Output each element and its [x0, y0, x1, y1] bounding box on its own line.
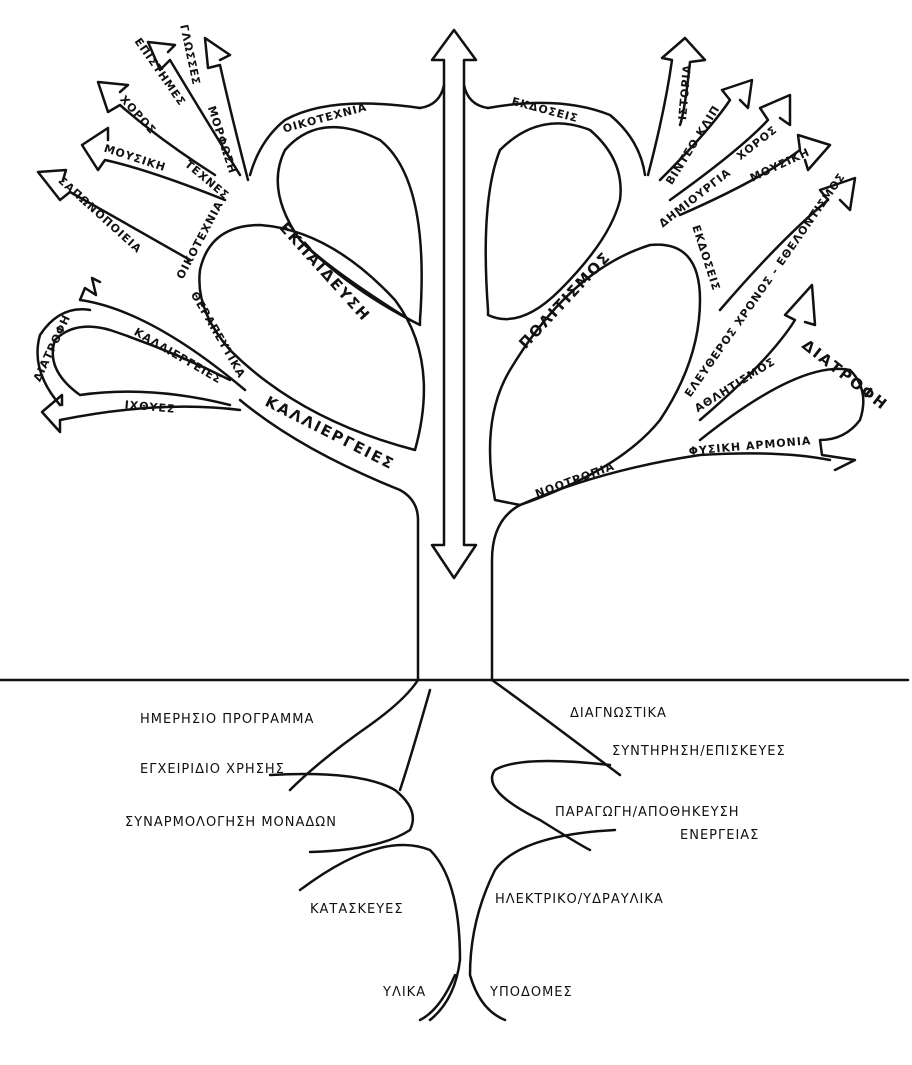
loop-right-upper [486, 101, 647, 177]
root-right-3 [468, 828, 617, 1022]
root-label-ilektriko: ΗΛΕΚΤΡΙΚΟ/ΥΔΡΑΥΛΙΚΑ [495, 892, 664, 907]
arrow-right-athlitismos [698, 283, 817, 422]
root-label-imerisio: ΗΜΕΡΗΣΙΟ ΠΡΟΓΡΑΜΜΑ [140, 712, 315, 727]
trunk-left [398, 488, 420, 682]
root-label-syntirisi: ΣΥΝΤΗΡΗΣΗ/ΕΠΙΣΚΕΥΕΣ [612, 744, 786, 759]
arrow-right-choros [668, 93, 792, 202]
root-label-ylika: ΥΛΙΚΑ [383, 985, 427, 1000]
arrow-right-istoria [646, 36, 707, 177]
arrow-left-glosses [203, 36, 250, 182]
arrow-right-ethelontismos [718, 176, 857, 312]
loop-right-diatrofi [698, 367, 865, 472]
arrow-left-ichthyes [40, 393, 242, 434]
arrow-left-mousiki [80, 126, 227, 202]
root-label-ypodomes: ΥΠΟΔΟΜΕΣ [490, 985, 573, 1000]
arrow-right-mousiki [678, 133, 832, 217]
arrow-left-sapouni [36, 168, 192, 262]
root-left-4 [298, 843, 462, 1022]
root-label-encheiridio: ΕΓΧΕΙΡΙΔΙΟ ΧΡΗΣΗΣ [140, 762, 285, 777]
loop-left-upper [248, 102, 422, 177]
root-label-kataskeves: ΚΑΤΑΣΚΕΥΕΣ [310, 902, 404, 917]
arrow-left-choros [96, 80, 217, 177]
root-label-diagnostika: ΔΙΑΓΝΩΣΤΙΚΑ [570, 706, 667, 721]
loop-right-lower [488, 243, 702, 507]
arrow-right-vinteo [658, 78, 754, 182]
root-label-synarmologisi: ΣΥΝΑΡΜΟΛΟΓΗΣΗ ΜΟΝΑΔΩΝ [125, 815, 337, 830]
root-left-3 [398, 688, 432, 792]
loop-left-diatrofi [36, 308, 92, 407]
root-left-2 [268, 772, 415, 854]
central-arrow [418, 28, 490, 580]
root-label-energeias: ΕΝΕΡΓΕΙΑΣ [680, 828, 760, 843]
arrow-left-epistimes [146, 40, 242, 177]
loop-left-lower [198, 223, 426, 452]
root-label-paragogi: ΠΑΡΑΓΩΓΗ/ΑΠΟΘΗΚΕΥΣΗ [555, 805, 740, 820]
trunk-right [490, 503, 522, 682]
root-right-2 [490, 759, 612, 852]
